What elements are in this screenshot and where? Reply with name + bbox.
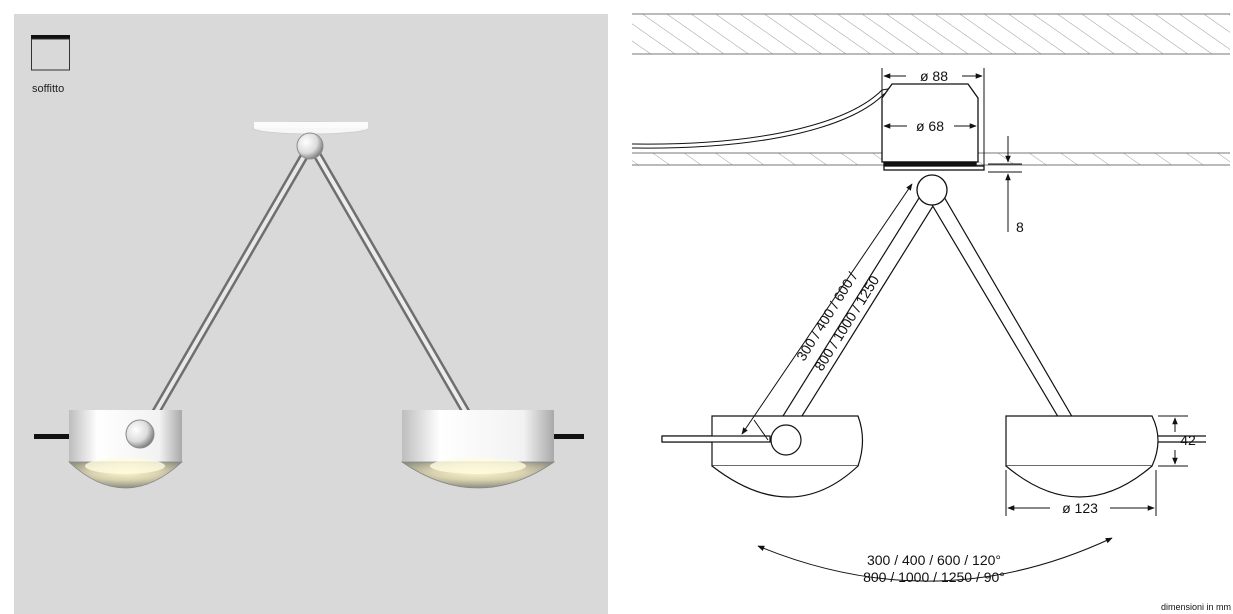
- dim-plate-thickness-label: 8: [1016, 219, 1024, 235]
- dim-head-height: [1158, 415, 1188, 467]
- dim-arm-length: [741, 183, 913, 441]
- units-note: dimensioni in mm: [1161, 602, 1231, 612]
- mount-type-label: soffitto: [32, 83, 65, 95]
- drawing-top-joint: [916, 174, 948, 206]
- arm-right: [927, 189, 1076, 421]
- dim-head-diameter: [1005, 470, 1157, 516]
- rotation-arc: [757, 537, 1113, 582]
- dim-head-height-label: 42: [1180, 432, 1196, 448]
- lamp-head-right: [400, 410, 584, 489]
- technical-drawing-panel: ø 88 ø 68 8: [622, 0, 1233, 614]
- top-joint: [296, 132, 324, 160]
- rotation-line1: 300 / 400 / 600 / 120°: [867, 552, 1001, 568]
- dim-head-diameter-label: ø 123: [1062, 500, 1098, 516]
- ceiling-structure: [632, 13, 1230, 55]
- rotation-line2: 800 / 1000 / 1250 / 90°: [863, 569, 1005, 585]
- drawing-head-left: [661, 415, 864, 498]
- technical-drawing: ø 88 ø 68 8: [631, 13, 1231, 612]
- dim-outer-diameter-label: ø 88: [920, 68, 948, 84]
- dim-inner-diameter-label: ø 68: [916, 118, 944, 134]
- ceiling-mount-icon: [31, 35, 70, 71]
- supply-cable: [631, 87, 895, 149]
- dim-plate-thickness: [988, 136, 1022, 232]
- arms: [137, 141, 471, 441]
- drawing-head-right: [1005, 415, 1206, 498]
- lamp-render: [31, 35, 584, 489]
- ceiling-plate: [252, 121, 370, 135]
- lamp-head-left: [34, 410, 184, 489]
- dim-outer-diameter: [881, 68, 985, 166]
- product-photo-panel: soffitto: [14, 14, 608, 614]
- transformer-box: [881, 83, 985, 171]
